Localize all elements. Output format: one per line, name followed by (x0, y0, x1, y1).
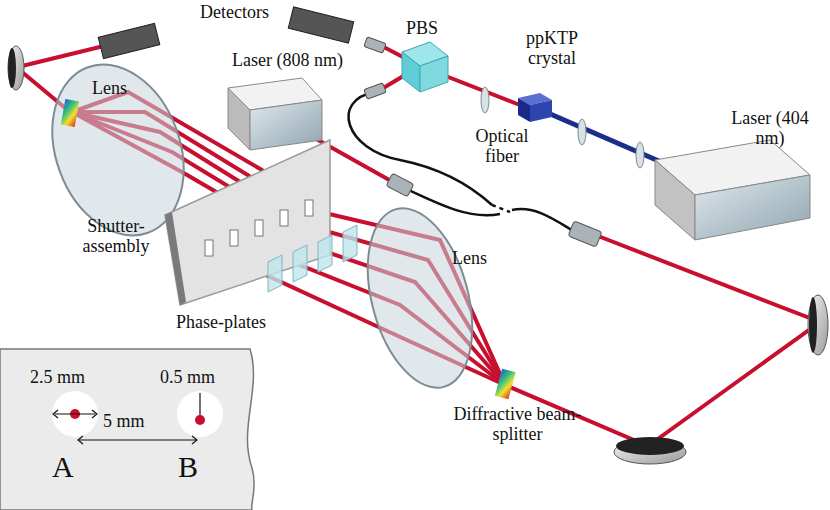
shutters (205, 200, 313, 256)
part-label: ppKTP crystal (512, 28, 592, 68)
laser-404 (655, 140, 810, 240)
dimension: 2.5 mm (30, 368, 85, 388)
blue-beam (548, 113, 668, 165)
part-label: Detectors (200, 2, 300, 22)
aperture-letter: A (52, 450, 74, 483)
part-label: Shutter-assembly (70, 216, 162, 256)
part-label: Laser (404 nm) (722, 108, 818, 148)
part-label: Laser (808 nm) (232, 50, 382, 70)
part-label: Lens (452, 248, 512, 268)
shutter-edge (165, 212, 186, 305)
part-label: Phase-plates (176, 312, 306, 332)
fiber (349, 92, 492, 205)
aperture-letter: B (178, 450, 198, 483)
part-label: Diffractive beam-splitter (450, 404, 585, 444)
dimension: 0.5 mm (160, 368, 215, 388)
laser-808 (228, 78, 322, 150)
part-label: Lens (92, 78, 152, 98)
part-label: PBS (406, 18, 456, 38)
shutter-plate (165, 140, 330, 305)
dimension: 5 mm (103, 412, 145, 432)
couplers (364, 37, 602, 247)
phase-plates (268, 225, 357, 292)
aperture-inset: 2.5 mm 0.5 mm 5 mm A B (0, 348, 265, 510)
part-label: Optical fiber (462, 126, 542, 166)
lens (350, 197, 490, 400)
grating (61, 99, 79, 127)
pbs (402, 42, 448, 92)
left-mirror (8, 46, 24, 90)
fiber-gap (492, 205, 510, 212)
mirrors (614, 295, 828, 464)
beam-splitter (495, 369, 516, 400)
crystal (518, 93, 552, 122)
